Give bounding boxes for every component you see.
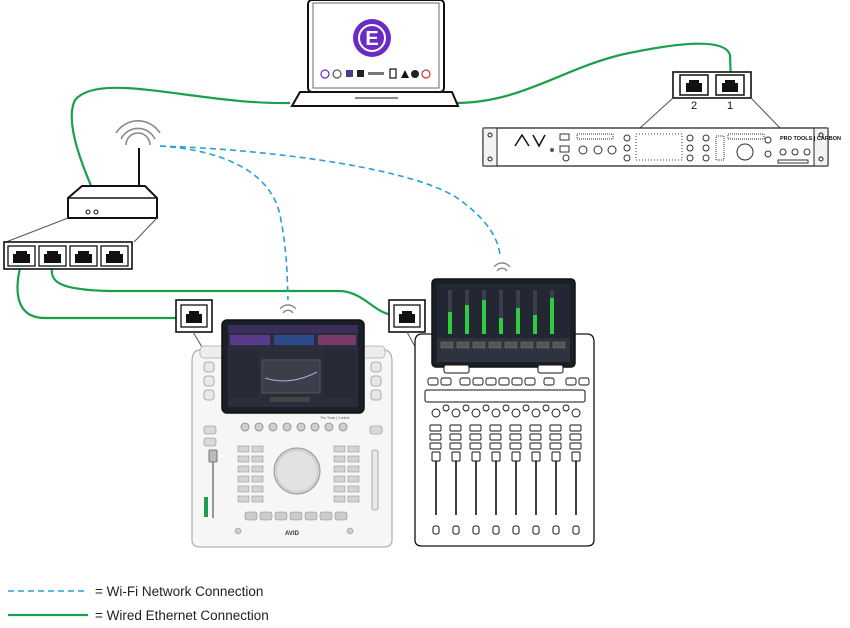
legend: = Wi-Fi Network Connection = Wired Ether… <box>8 584 269 623</box>
laptop-toolbar <box>320 68 431 79</box>
interface-brand-label: PRO TOOLS | CARBON <box>780 136 841 142</box>
control-button-grid-right <box>333 445 360 503</box>
wired-router-to-control <box>16 267 185 320</box>
router <box>3 120 161 270</box>
expander-faders <box>431 451 581 535</box>
avid-icon <box>320 69 330 79</box>
router-ports <box>7 245 129 267</box>
expander-surface <box>388 262 595 547</box>
square-icon <box>346 70 353 77</box>
legend-wired-label: = Wired Ethernet Connection <box>95 608 269 623</box>
square-icon <box>357 70 364 77</box>
interface-port-label-1: 1 <box>727 100 733 112</box>
wired-laptop-to-interface <box>454 42 733 105</box>
wifi-router-to-expander <box>159 145 501 256</box>
control-surface: AVID Pro Tools | Control <box>175 299 393 548</box>
control-avid-logo: AVID <box>285 531 300 537</box>
wifi-icon <box>115 120 161 146</box>
control-wifi-icon <box>279 304 297 314</box>
laptop: E <box>290 0 460 107</box>
wired-laptop-to-router <box>70 86 291 189</box>
disc-icon <box>411 70 419 78</box>
wifi-router-to-control <box>159 145 289 301</box>
laptop-logo-glyph: E <box>365 28 378 50</box>
control-button-grid-left <box>237 445 264 503</box>
expander-wifi-icon <box>493 262 511 272</box>
expander-meters <box>448 290 554 334</box>
control-surface-name: Pro Tools | Control <box>321 416 350 420</box>
avid-logo-icon <box>514 133 546 148</box>
interface-port-label-2: 2 <box>691 100 697 112</box>
wired-router-to-expander <box>50 267 396 317</box>
expander-buttons <box>429 424 582 450</box>
interface-controls <box>559 133 811 164</box>
doc-icon <box>389 68 397 79</box>
audio-interface: 2 1 PRO TOOLS | CARBON <box>482 71 841 167</box>
dot-icon <box>421 69 431 79</box>
triangle-icon <box>401 70 409 78</box>
mixer-icon <box>368 72 384 75</box>
circle-icon <box>332 69 342 79</box>
legend-wifi-label: = Wi-Fi Network Connection <box>95 584 263 599</box>
